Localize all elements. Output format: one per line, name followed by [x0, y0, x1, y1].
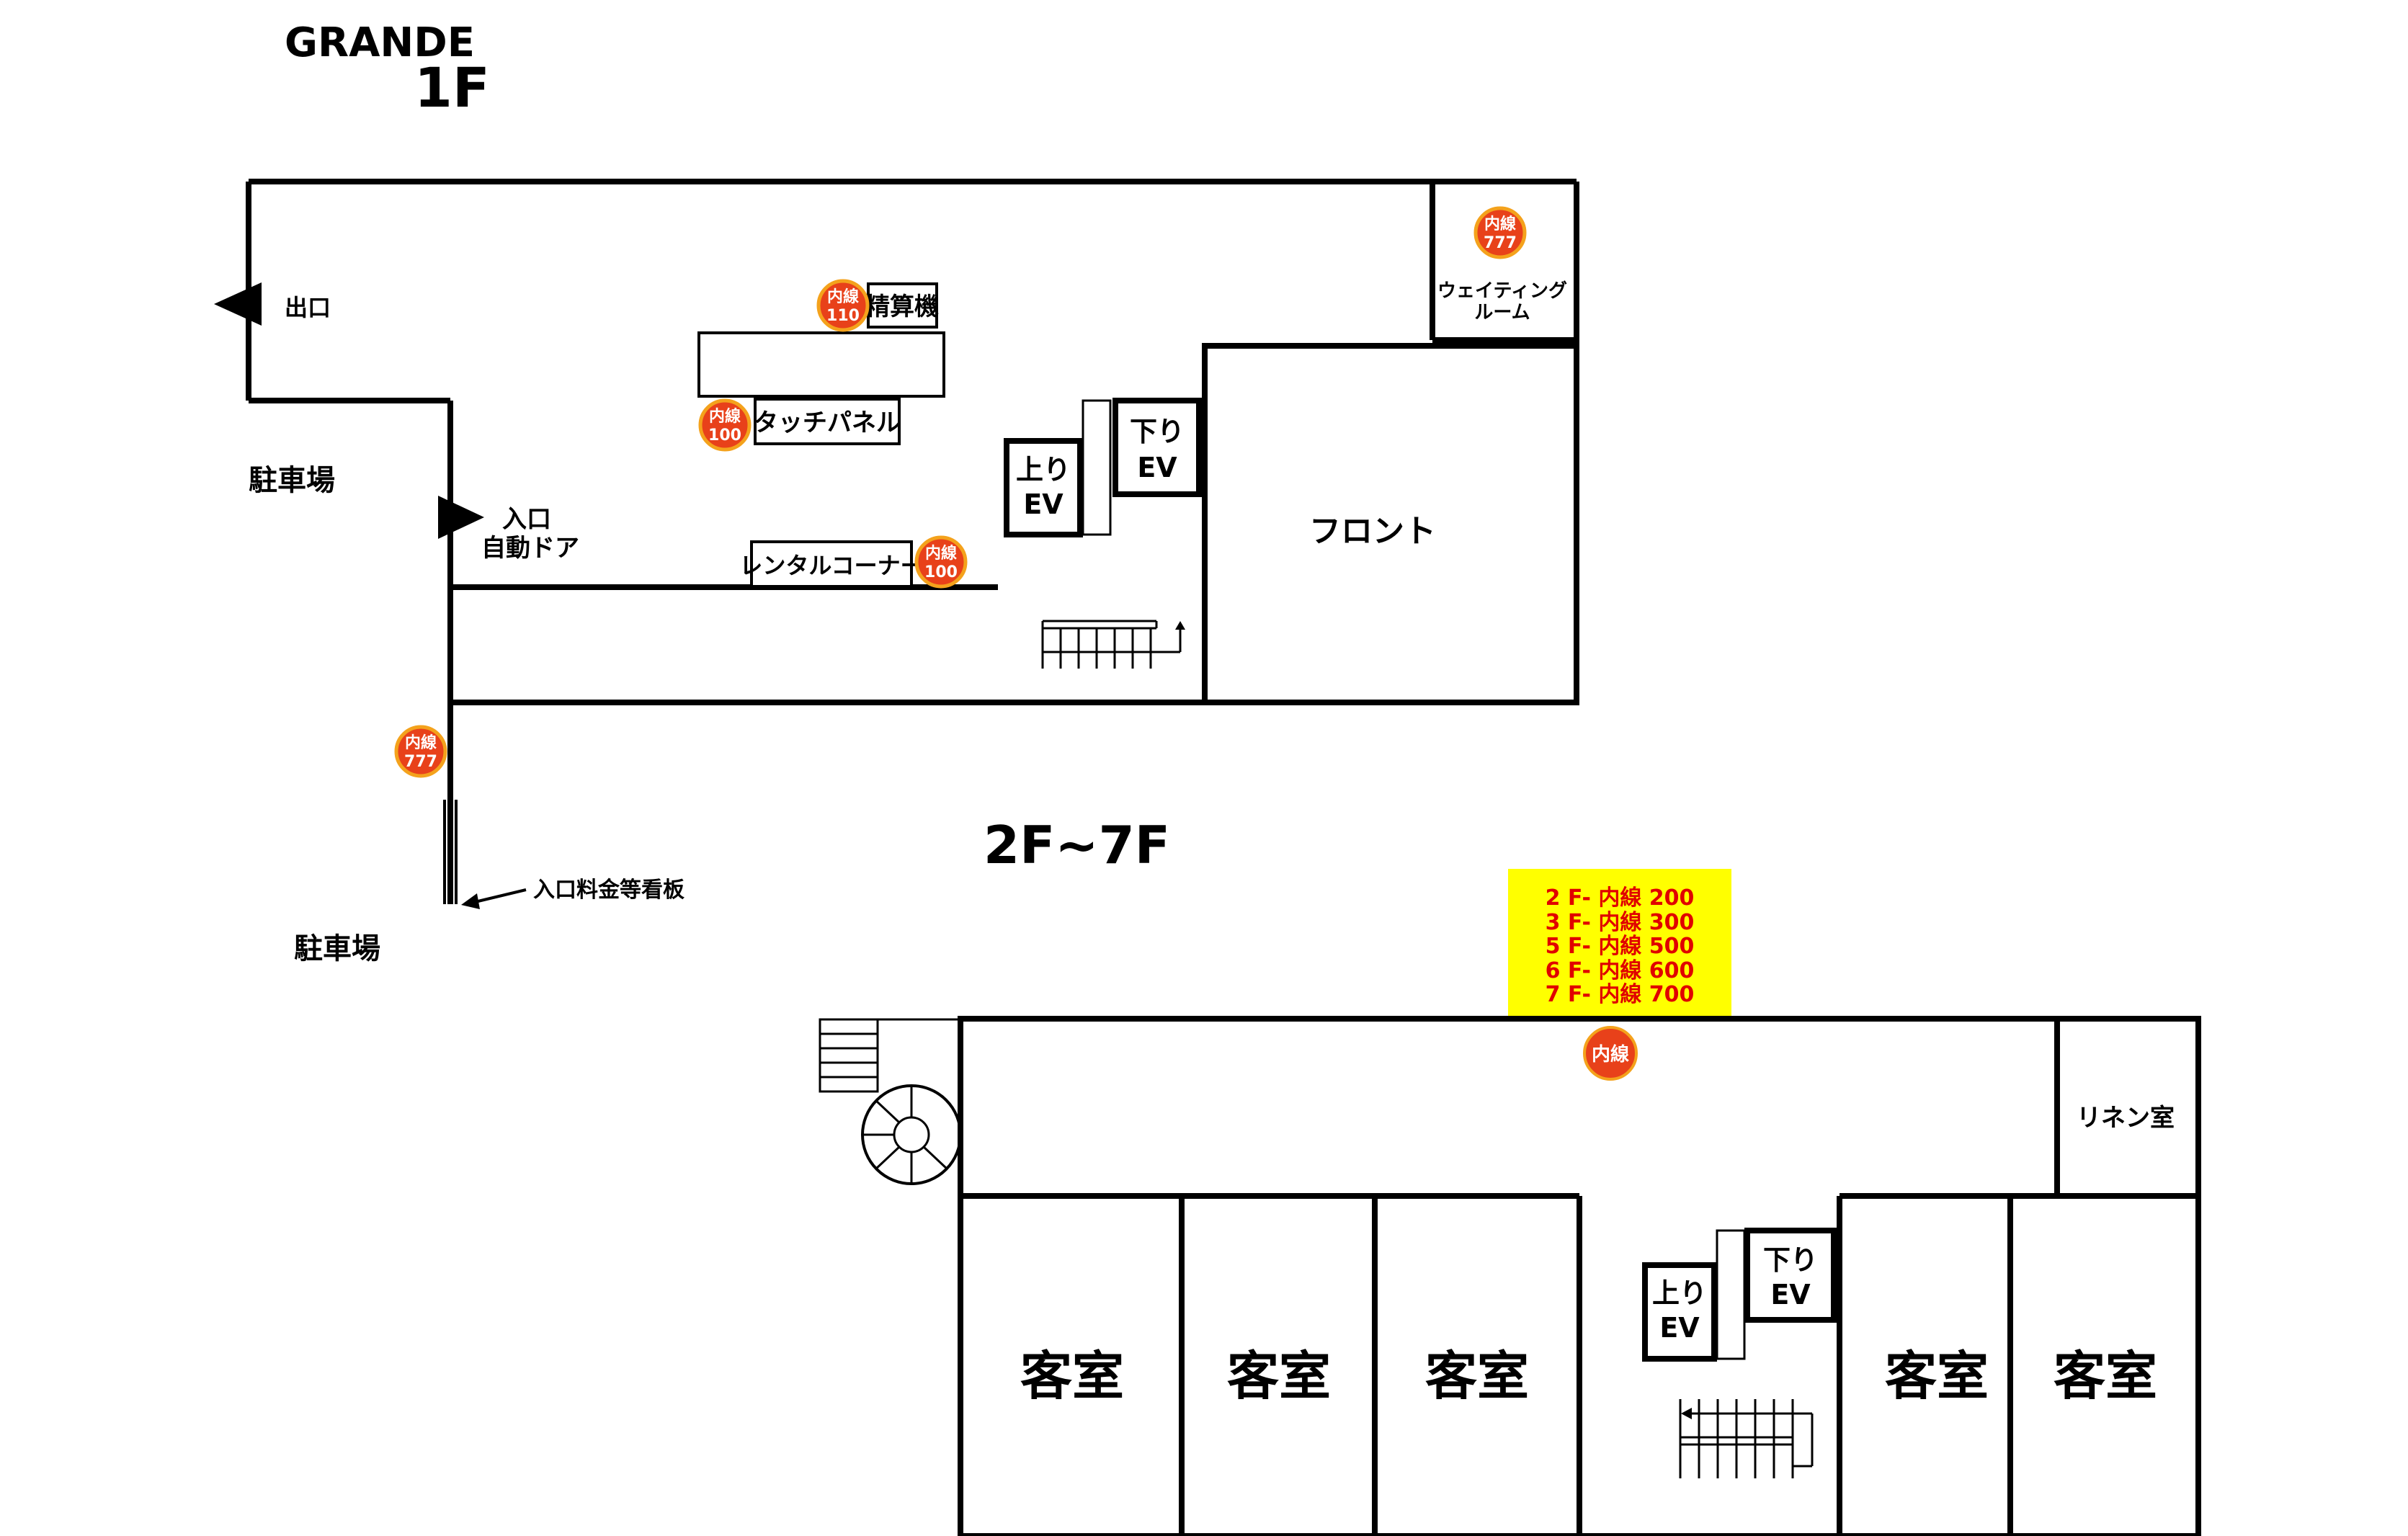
- floor1-stairs: [1041, 620, 1182, 669]
- phone-badge: 内線 110: [816, 279, 870, 332]
- sign-arrow: [461, 888, 527, 909]
- guest-room-label: 客室: [1425, 1346, 1529, 1406]
- sign-label: 入口料金等看板: [533, 878, 685, 903]
- svg-text:内線: 内線: [925, 544, 957, 563]
- phone-badge: 内線 777: [394, 725, 447, 778]
- phone-badge: 内線: [1583, 1026, 1638, 1081]
- touch-panel-label: タッチパネル: [754, 408, 901, 437]
- rental-corner-label: レンタルコーナー: [739, 552, 923, 579]
- front-room: [1202, 343, 1579, 705]
- down-elevator-label-line2: EV: [1770, 1279, 1811, 1310]
- down-elevator-label-line1: 下り: [1763, 1244, 1818, 1276]
- guest-room-label: 客室: [1020, 1346, 1124, 1406]
- svg-text:777: 777: [404, 753, 437, 771]
- extension-item: 2 F- 内線 200: [1546, 885, 1695, 911]
- exit-arrow-icon: [214, 282, 262, 326]
- entrance-arrow-icon: [438, 496, 484, 539]
- up-elevator-label-line2: EV: [1659, 1312, 1700, 1344]
- sign-board: [443, 800, 458, 904]
- extension-list: 2 F- 内線 200 3 F- 内線 300 5 F- 内線 500 6 F-…: [1546, 885, 1695, 1007]
- floor1-up-elevator: [1004, 438, 1083, 537]
- linen-room-label: リネン室: [2077, 1104, 2175, 1133]
- extension-item: 6 F- 内線 600: [1546, 958, 1695, 983]
- guest-room-label: 客室: [1885, 1346, 1989, 1406]
- payment-machine-label: 精算機: [865, 293, 939, 321]
- parking-label-left: 駐車場: [249, 464, 335, 497]
- extension-list-box: [1508, 869, 1731, 1017]
- extension-item: 5 F- 内線 500: [1546, 934, 1695, 959]
- svg-text:内線: 内線: [405, 733, 437, 752]
- building-name: GRANDE: [285, 19, 475, 66]
- stairs-arrow-icon: [1681, 1408, 1692, 1419]
- phone-badge: 内線 777: [1473, 206, 1527, 259]
- guest-room-label: 客室: [2054, 1346, 2157, 1406]
- entrance-label: 入口: [502, 505, 551, 534]
- floor1-down-elevator: [1112, 398, 1202, 497]
- floor2-7-ev-shaft: [1716, 1229, 1746, 1360]
- touch-panel: [754, 398, 901, 445]
- waiting-room-label-line2: ルーム: [1474, 302, 1530, 323]
- floor2-7-heading: 2F~7F: [984, 815, 1170, 875]
- waiting-room-label-line1: ウェイティング: [1437, 280, 1567, 302]
- svg-text:110: 110: [826, 307, 860, 325]
- svg-text:内線: 内線: [827, 287, 859, 306]
- rental-corner: [750, 540, 913, 588]
- floor2-7-outer-wall: [958, 1016, 2201, 1536]
- floor2-7-stairs: [1679, 1399, 1814, 1478]
- floor2-7-plan: [958, 1016, 2201, 1536]
- spiral-stair: [819, 1018, 962, 1185]
- floor2-7-down-elevator: [1744, 1228, 1837, 1323]
- up-elevator-label-line2: EV: [1023, 488, 1063, 520]
- svg-text:100: 100: [708, 427, 741, 445]
- counter: [697, 331, 945, 398]
- svg-text:内線: 内線: [1484, 215, 1516, 233]
- floor1-heading: 1F: [414, 55, 490, 120]
- svg-text:内線: 内線: [709, 407, 741, 426]
- guest-room-label: 客室: [1227, 1346, 1331, 1406]
- auto-door-label: 自動ドア: [481, 534, 579, 563]
- payment-machine: [867, 282, 938, 329]
- svg-text:内線: 内線: [1592, 1043, 1629, 1066]
- up-elevator-label-line1: 上り: [1652, 1277, 1707, 1309]
- extension-item: 3 F- 内線 300: [1546, 910, 1695, 935]
- parking-label-bottom: 駐車場: [294, 932, 380, 965]
- up-elevator-label-line1: 上り: [1016, 454, 1071, 486]
- down-elevator-label-line1: 下り: [1130, 416, 1185, 447]
- front-label: フロント: [1309, 513, 1436, 550]
- stairs-arrow-icon: [1175, 621, 1185, 630]
- phone-badge: 内線 100: [914, 535, 968, 589]
- svg-text:100: 100: [924, 563, 958, 581]
- floor2-7-up-elevator: [1642, 1262, 1717, 1362]
- phone-badge: 内線 100: [698, 398, 752, 452]
- extension-item: 7 F- 内線 700: [1546, 982, 1695, 1007]
- floor1-ev-shaft: [1082, 399, 1112, 536]
- exit-label: 出口: [285, 294, 331, 321]
- down-elevator-label-line2: EV: [1137, 452, 1177, 483]
- svg-text:777: 777: [1484, 234, 1517, 252]
